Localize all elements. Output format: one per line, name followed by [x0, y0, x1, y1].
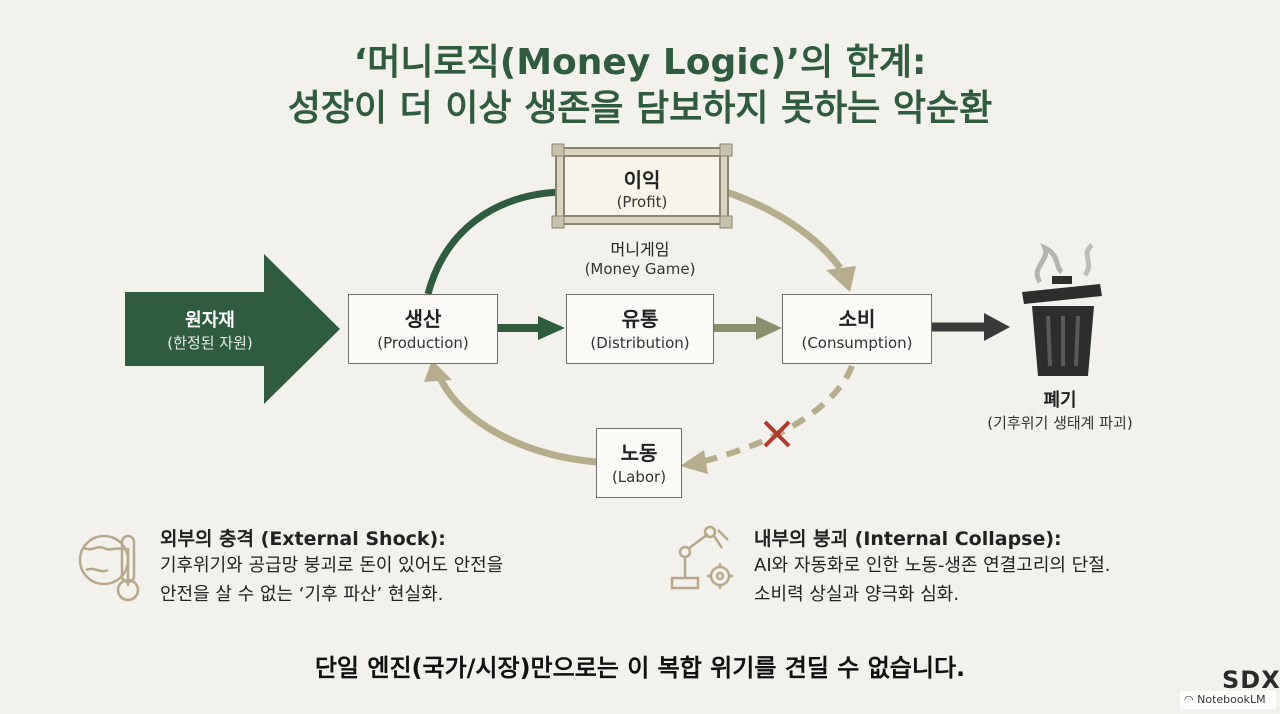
- consumption-box: 소비 (Consumption): [782, 294, 932, 364]
- external-shock-body: 기후위기와 공급망 붕괴로 돈이 있어도 안전을 안전을 살 수 없는 ‘기후 …: [160, 551, 503, 609]
- notebooklm-icon: ◠: [1184, 693, 1194, 706]
- production-sub: (Production): [377, 334, 469, 352]
- page-title-line-2: 성장이 더 이상 생존을 담보하지 못하는 악순환: [287, 88, 993, 129]
- arc-profit-arrowhead: [826, 266, 856, 292]
- profit-title: 이익: [623, 168, 661, 192]
- external-shock-line-2: 안전을 살 수 없는 ‘기후 파산’ 현실화.: [160, 584, 444, 605]
- arrowhead-labor: [680, 450, 708, 474]
- arrowhead-waste: [984, 313, 1010, 341]
- arc-production-to-profit: [424, 188, 561, 295]
- internal-collapse-heading: 내부의 붕괴 (Internal Collapse):: [754, 528, 1062, 550]
- notebooklm-watermark: ◠ NotebookLM: [1180, 691, 1276, 709]
- raw-material-arrow: [125, 254, 340, 404]
- raw-material-sub: (한정된 자원): [167, 334, 253, 352]
- external-shock-heading: 외부의 충격 (External Shock):: [160, 528, 446, 550]
- broken-link-x-icon: [763, 420, 791, 448]
- climate-thermometer-icon: [78, 534, 140, 602]
- raw-material-label: 원자재 (한정된 자원): [140, 306, 280, 353]
- waste-label: 폐기 (기후위기 생태계 파괴): [960, 386, 1160, 433]
- production-box: 생산 (Production): [348, 294, 498, 364]
- trash-can-icon: [1022, 243, 1102, 376]
- external-shock-line-1: 기후위기와 공급망 붕괴로 돈이 있어도 안전을: [160, 555, 504, 576]
- distribution-box: 유통 (Distribution): [566, 294, 714, 364]
- production-title: 생산: [404, 307, 442, 331]
- waste-title: 폐기: [1043, 390, 1077, 411]
- arrowhead-consumption: [756, 316, 782, 340]
- dashed-consumption-to-labor: [699, 364, 855, 465]
- robot-arm-gear-icon: [670, 525, 733, 590]
- profit-frame: [551, 143, 733, 229]
- profit-label: 이익 (Profit): [564, 164, 720, 211]
- labor-sub: (Labor): [611, 468, 667, 486]
- labor-box: 노동 (Labor): [596, 428, 682, 498]
- waste-sub: (기후위기 생태계 파괴): [987, 414, 1133, 432]
- profit-sub: (Profit): [616, 193, 668, 211]
- consumption-title: 소비: [838, 307, 876, 331]
- conclusion-text: 단일 엔진(국가/시장)만으로는 이 복합 위기를 견딜 수 없습니다.: [314, 654, 966, 682]
- arrowhead-production: [424, 360, 452, 382]
- internal-collapse-line-2: 소비력 상실과 양극화 심화.: [754, 584, 960, 605]
- money-game-label: 머니게임 (Money Game): [560, 236, 720, 278]
- money-game-sub: (Money Game): [584, 260, 696, 278]
- page-title-line-1: ‘머니로직(Money Logic)’의 한계:: [353, 42, 927, 83]
- distribution-title: 유통: [621, 307, 659, 331]
- money-game-title: 머니게임: [610, 240, 670, 259]
- raw-material-title: 원자재: [185, 310, 235, 331]
- consumption-sub: (Consumption): [801, 334, 913, 352]
- arc-labor-to-production: [436, 376, 597, 466]
- arrowhead-distribution: [538, 316, 565, 340]
- labor-title: 노동: [620, 441, 658, 465]
- internal-collapse-body: AI와 자동화로 인한 노동-생존 연결고리의 단절. 소비력 상실과 양극화 …: [754, 551, 1111, 609]
- notebooklm-label: NotebookLM: [1197, 693, 1266, 706]
- arc-profit-to-consumption: [724, 188, 843, 271]
- internal-collapse-line-1: AI와 자동화로 인한 노동-생존 연결고리의 단절.: [754, 555, 1111, 576]
- sdx-logo: SDX: [1222, 666, 1280, 694]
- distribution-sub: (Distribution): [590, 334, 690, 352]
